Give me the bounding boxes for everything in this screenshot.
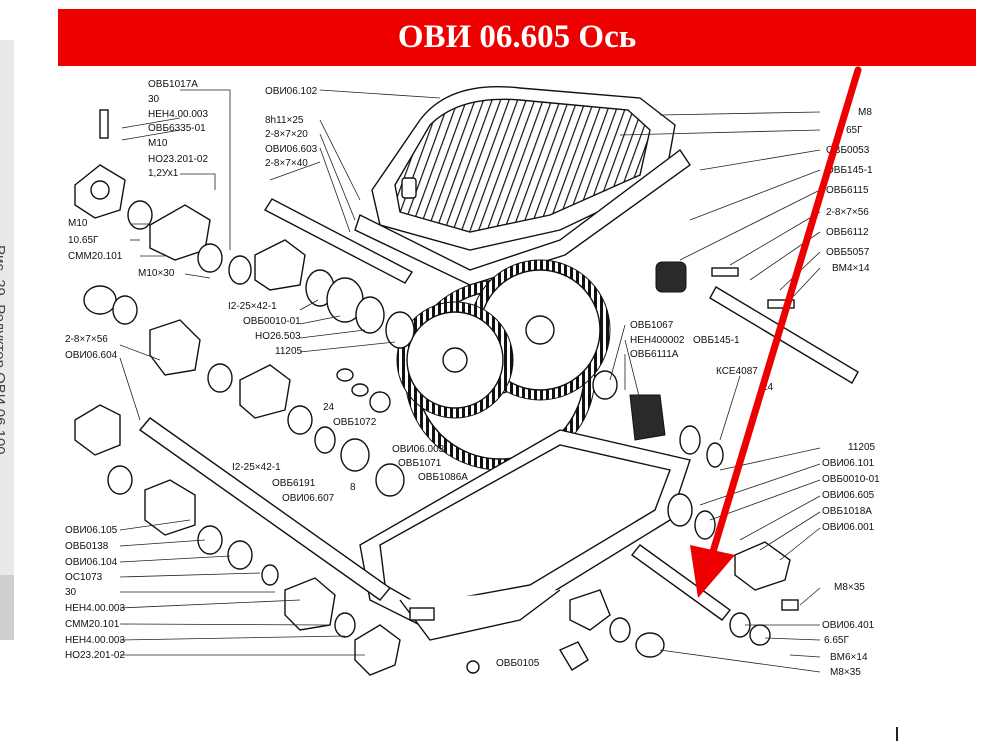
label: ОВИ06.102 bbox=[265, 86, 318, 97]
label: 2-8×7×56 bbox=[826, 207, 869, 218]
label: ОВБ6112 bbox=[826, 227, 869, 238]
label: 6.65Г bbox=[824, 635, 849, 646]
small-parts bbox=[74, 109, 799, 676]
label: ОВИ06.101 bbox=[822, 458, 875, 469]
label: ОВБ6335-01 bbox=[148, 123, 206, 134]
label: ОВБ6115 bbox=[826, 185, 869, 196]
label: 8h11×25 bbox=[265, 115, 304, 126]
label: НО23.201-02 bbox=[148, 154, 208, 165]
label: М10 bbox=[148, 138, 168, 149]
label: ОВБ0010-01 bbox=[243, 316, 301, 327]
labels-right: М8 65Г ОВБ0053 ОВБ145-1 ОВБ6115 2-8×7×56… bbox=[716, 107, 880, 678]
label: НЕН400002 bbox=[630, 335, 685, 346]
label: 30 bbox=[65, 587, 77, 598]
label: ОВБ1017А bbox=[148, 79, 198, 90]
label: 2-8×7×56 bbox=[65, 334, 108, 345]
label: ВМ4×14 bbox=[832, 263, 870, 274]
label: ОВИ06.607 bbox=[282, 493, 335, 504]
label: НЕН4.00.003 bbox=[148, 109, 208, 120]
label: 24 bbox=[762, 382, 774, 393]
label: ОВБ0105 bbox=[496, 658, 540, 669]
leader-lines bbox=[119, 89, 821, 673]
label: ОВБ1018А bbox=[822, 506, 872, 517]
label: ОС1073 bbox=[65, 572, 103, 583]
label: М8×35 bbox=[834, 582, 865, 593]
label: КСЕ4087 bbox=[716, 366, 758, 377]
label: 1,2Ух1 bbox=[148, 168, 179, 179]
label: ОВБ0010-01 bbox=[822, 474, 880, 485]
label: ОВИ06.401 bbox=[822, 620, 875, 631]
label: НО26.503 bbox=[255, 331, 301, 342]
label: ВМ6×14 bbox=[830, 652, 868, 663]
label: 24 bbox=[323, 402, 335, 413]
label: ОВБ0053 bbox=[826, 145, 870, 156]
label: ОВБ0138 bbox=[65, 541, 109, 552]
title-banner: ОВИ 06.605 Ось bbox=[58, 9, 976, 66]
label: I2-25×42-1 bbox=[228, 301, 277, 312]
label: I2-25×42-1 bbox=[232, 462, 281, 473]
shafts bbox=[138, 198, 859, 621]
label: ОВБ1067 bbox=[630, 320, 674, 331]
label: СММ20.101 bbox=[68, 251, 123, 262]
label: М10×30 bbox=[138, 268, 175, 279]
label: ОВБ1086А bbox=[418, 472, 468, 483]
label: М8×35 bbox=[830, 667, 861, 678]
label: ОВИ06.605 bbox=[822, 490, 875, 501]
label: 2-8×7×20 bbox=[265, 129, 308, 140]
label: ОВБ145-1 bbox=[826, 165, 873, 176]
label: М10 bbox=[68, 218, 88, 229]
label: НЕН4.00.003 bbox=[65, 635, 125, 646]
label: 11205 bbox=[275, 346, 303, 357]
label: ОВБ6191 bbox=[272, 478, 316, 489]
page-edge-strip bbox=[0, 40, 14, 640]
label: 10.65Г bbox=[68, 235, 99, 246]
label: ОВБ1071 bbox=[398, 458, 442, 469]
label: ОВИ06.001 bbox=[822, 522, 875, 533]
main-gears bbox=[396, 259, 611, 471]
label: ОВИ06.105 bbox=[65, 525, 118, 536]
label: 11205 bbox=[848, 442, 876, 453]
label: ОВИ06.603 bbox=[265, 144, 318, 155]
label: М8 bbox=[858, 107, 872, 118]
label: ОВИ06.604 bbox=[65, 350, 118, 361]
label: 2-8×7×40 bbox=[265, 158, 308, 169]
label: ОВИ06.003 bbox=[392, 444, 445, 455]
banner-title: ОВИ 06.605 Ось bbox=[397, 19, 637, 55]
labels-top: ОВИ06.102 8h11×25 2-8×7×20 ОВИ06.603 2-8… bbox=[265, 86, 318, 169]
red-pointer-arrow-icon bbox=[690, 66, 862, 598]
text-cursor bbox=[896, 727, 898, 741]
labels-center: I2-25×42-1 ОВБ0010-01 НО26.503 11205 24 … bbox=[228, 301, 740, 669]
label: ОВБ145-1 bbox=[693, 335, 740, 346]
label: НЕН4.00.003 bbox=[65, 603, 125, 614]
label: 65Г bbox=[846, 125, 863, 136]
page-edge-shadow bbox=[0, 575, 14, 640]
label: ОВБ5057 bbox=[826, 247, 870, 258]
gearbox-top-cover bbox=[354, 85, 691, 286]
label: НО23.201-02 bbox=[65, 650, 125, 661]
label: СММ20.101 bbox=[65, 619, 120, 630]
label: 8 bbox=[350, 482, 356, 493]
label: ОВБ1072 bbox=[333, 417, 377, 428]
label: ОВБ6111А bbox=[630, 349, 679, 360]
label: ОВИ06.104 bbox=[65, 557, 118, 568]
labels-left: ОВБ1017А 30 НЕН4.00.003 ОВБ6335-01 М10 Н… bbox=[65, 79, 208, 661]
label: 30 bbox=[148, 94, 160, 105]
gearbox-lower-housing bbox=[359, 429, 691, 641]
